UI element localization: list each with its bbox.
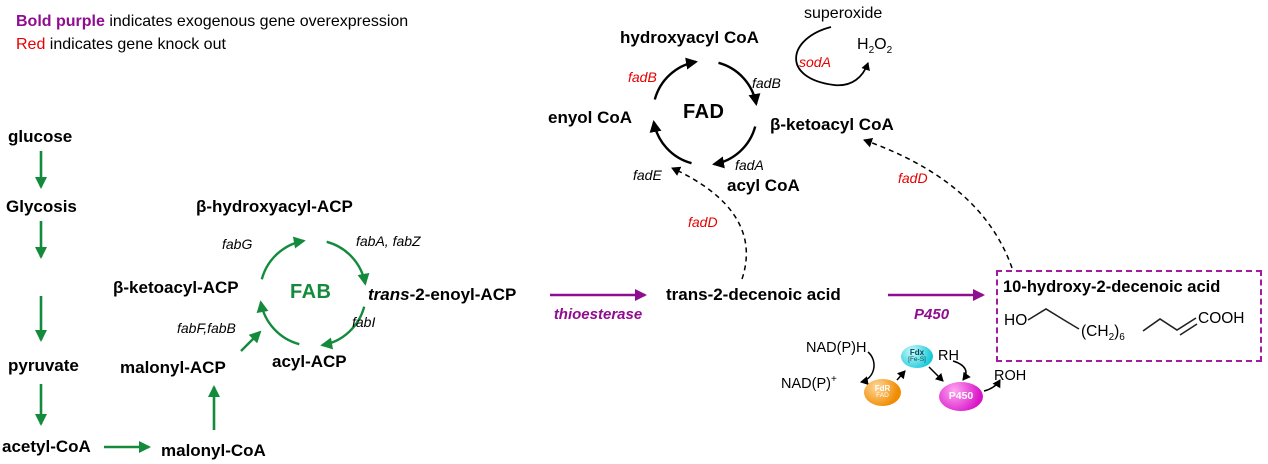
- node-acetyl-coa: acetyl-CoA: [2, 437, 91, 456]
- fab-cycle-label: FAB: [290, 281, 332, 303]
- legend-line-overexpression: Bold purple indicates exogenous gene ove…: [16, 13, 408, 31]
- node-pyruvate: pyruvate: [8, 356, 79, 375]
- node-glycosis: Glycosis: [6, 197, 77, 216]
- nadp-sup: +: [830, 374, 837, 385]
- structure-ch2-6: (CH2)6: [1081, 323, 1125, 344]
- dashed-arrow-fadD-decenoic-to-fad: [671, 166, 747, 280]
- enzyme-fabA-fabZ: fabA, fabZ: [356, 233, 421, 249]
- legend-red: Red: [16, 36, 46, 53]
- ch-close: ): [1114, 323, 1120, 340]
- fab-arc-left-top: [260, 236, 306, 280]
- fad-arc-top-right: [718, 61, 761, 106]
- h2o2-sub1: 2: [868, 45, 875, 57]
- enzyme-sodA: sodA: [799, 54, 831, 70]
- enzyme-p450-label: P450: [914, 306, 950, 323]
- fab-arc-top-right: [326, 240, 370, 286]
- enzyme-fabF-fabB: fabF,fabB: [177, 320, 236, 336]
- node-glucose: glucose: [8, 127, 73, 146]
- enzyme-fadB-knockout: fadB: [628, 69, 657, 85]
- h2o2-sub2: 2: [886, 45, 893, 57]
- enzyme-fadB: fadB: [752, 75, 781, 91]
- ch-count: 6: [1119, 332, 1125, 344]
- arrow-p450-to-roh: [983, 379, 1001, 392]
- trans-prefix: trans: [368, 285, 410, 304]
- fab-arc-bottom-left: [256, 300, 300, 346]
- structure-ho: HO: [1004, 312, 1028, 329]
- fab-arc-right-bottom: [320, 306, 366, 350]
- enzyme-fadD-left: fadD: [688, 214, 718, 230]
- ch-open: (CH: [1081, 323, 1109, 340]
- bond-ho-chain: [1027, 308, 1080, 330]
- p450-ellipse-label: P450: [948, 389, 974, 402]
- structure-cooh: COOH: [1198, 310, 1245, 327]
- product-box: [996, 270, 1262, 362]
- node-hydroxyacyl-coa: hydroxyacyl CoA: [620, 28, 759, 47]
- label-nadph: NAD(P)H: [806, 340, 867, 356]
- legend-bold-purple: Bold purple: [16, 13, 105, 30]
- node-acyl-acp: acyl-ACP: [272, 352, 347, 371]
- fad-arc-left-top: [653, 57, 698, 100]
- arrow-rh-to-p450: [952, 360, 971, 381]
- legend-line1-text: indicates exogenous gene overexpression: [104, 13, 409, 30]
- node-trans-2-enoyl-acp: trans-2-enoyl-ACP: [368, 285, 516, 305]
- enzyme-fadD-right: fadD: [898, 170, 928, 186]
- node-trans-2-decenoic-acid: trans-2-decenoic acid: [666, 285, 841, 304]
- node-beta-hydroxyacyl-acp: β-hydroxyacyl-ACP: [196, 197, 353, 216]
- bond-chain-cooh: [1142, 317, 1197, 332]
- node-malonyl-coa: malonyl-CoA: [161, 441, 266, 460]
- enzyme-fabG: fabG: [222, 236, 253, 252]
- label-roh: ROH: [994, 368, 1027, 384]
- enzyme-fabI: fabI: [352, 314, 376, 330]
- fdr-label: FdR: [874, 383, 891, 393]
- node-beta-ketoacyl-acp: β-ketoacyl-ACP: [113, 278, 239, 297]
- enzyme-thioesterase: thioesterase: [553, 306, 643, 323]
- arrow-nadph-to-nadp: [860, 351, 875, 386]
- node-beta-ketoacyl-coa: β-ketoacyl CoA: [770, 115, 894, 134]
- legend-line-knockout: Red indicates gene knock out: [16, 36, 226, 54]
- fdr-ellipse: FdR FAD: [864, 379, 901, 406]
- node-superoxide: superoxide: [804, 5, 883, 22]
- arrow-fdr-to-fdx: [896, 370, 906, 381]
- node-product-10-hydroxy-2-decenoic-acid: 10-hydroxy-2-decenoic acid: [1003, 278, 1221, 296]
- h2o2-o: O: [874, 36, 887, 53]
- node-malonyl-acp: malonyl-ACP: [120, 358, 226, 377]
- arrow-fdx-to-p450: [928, 366, 944, 382]
- label-nadp-plus: NAD(P)+: [781, 374, 837, 393]
- fad-cycle-label: FAD: [683, 101, 725, 123]
- nadp-text: NAD(P): [781, 375, 831, 392]
- fad-arc-right-bottom: [712, 126, 757, 169]
- label-rh: RH: [938, 348, 959, 364]
- fdx-ellipse: Fdx [Fe-S]: [901, 345, 933, 368]
- enzyme-fadE: fadE: [633, 167, 662, 183]
- node-h2o2: H2O2: [857, 36, 892, 57]
- enoyl-suffix: -2-enoyl-ACP: [409, 285, 517, 304]
- fdx-cofactor-label: [Fe-S]: [908, 356, 926, 364]
- arrow-sodA-superoxide-to-h2o2: [795, 26, 870, 87]
- fdx-label: Fdx: [909, 347, 925, 357]
- arrow-malonylacp-to-fab: [240, 330, 262, 352]
- node-acyl-coa: acyl CoA: [727, 176, 800, 195]
- h2o2-h1: H: [857, 36, 869, 53]
- bond-double: [1179, 323, 1198, 336]
- fdr-cofactor-label: FAD: [876, 392, 889, 400]
- enzyme-fadA: fadA: [735, 157, 764, 173]
- ch-sub: 2: [1108, 332, 1115, 344]
- node-enyol-coa: enyol CoA: [548, 108, 633, 127]
- p450-ellipse: P450: [939, 382, 983, 411]
- dashed-arrow-fadD-product-to-fad: [863, 137, 1013, 269]
- fad-arc-bottom-left: [649, 120, 692, 165]
- legend-line2-text: indicates gene knock out: [45, 36, 226, 53]
